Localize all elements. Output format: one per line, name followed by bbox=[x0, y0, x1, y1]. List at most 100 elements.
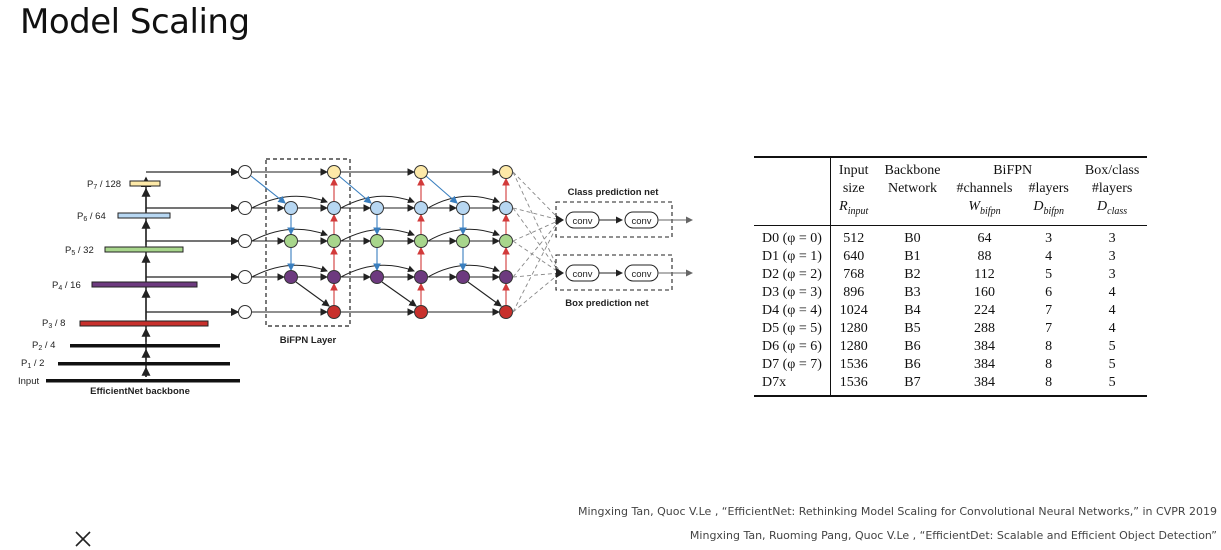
cell-backbone: B6 bbox=[904, 338, 921, 354]
col-d-class: Dclass bbox=[1097, 199, 1128, 217]
node-p6 bbox=[456, 201, 470, 215]
cell-model: D1 (φ = 1) bbox=[754, 247, 831, 266]
node-p4 bbox=[499, 270, 513, 284]
node-p7 bbox=[414, 165, 428, 179]
cell-backbone: B4 bbox=[904, 302, 921, 318]
p1-bar bbox=[58, 362, 230, 366]
cell-input: 1280 bbox=[839, 338, 868, 354]
efficientdet-architecture-diagram: P7 / 128 P6 / 64 P5 / 32 P4 / 16 P3 / 8 … bbox=[18, 158, 693, 397]
col-boxclass-h1: Box/class bbox=[1076, 156, 1148, 180]
cell-model: D2 (φ = 2) bbox=[754, 265, 831, 284]
input-node-p3 bbox=[238, 305, 252, 319]
p4-bar bbox=[91, 281, 198, 288]
node-p5 bbox=[327, 234, 341, 248]
node-p7 bbox=[327, 165, 341, 179]
col-class-layers-h2: #layers bbox=[1091, 181, 1133, 196]
node-p5 bbox=[284, 234, 298, 248]
cell-channels: 288 bbox=[973, 320, 995, 336]
cell-class: 3 bbox=[1076, 224, 1148, 248]
p6-bar bbox=[117, 212, 171, 219]
cell-class: 5 bbox=[1108, 356, 1116, 372]
class-net-label: Class prediction net bbox=[568, 187, 660, 198]
cell-backbone: B3 bbox=[904, 284, 921, 300]
p2-bar bbox=[70, 344, 220, 348]
node-p6 bbox=[284, 201, 298, 215]
label-p3: P3 / 8 bbox=[42, 318, 65, 330]
input-bar bbox=[46, 379, 240, 383]
label-p4: P4 / 16 bbox=[52, 280, 81, 292]
cell-channels: 384 bbox=[973, 338, 995, 354]
cell-model: D7 (φ = 7) bbox=[754, 355, 831, 374]
class-conv-2-label: conv bbox=[631, 216, 651, 227]
node-p4 bbox=[414, 270, 428, 284]
cell-input: 896 bbox=[843, 284, 865, 300]
node-p6 bbox=[327, 201, 341, 215]
scaling-configs-table: Input Backbone BiFPN Box/class size Netw… bbox=[754, 156, 1148, 397]
cell-backbone: B7 bbox=[876, 373, 949, 397]
cell-layers: 8 bbox=[1020, 373, 1077, 397]
label-p2: P2 / 4 bbox=[32, 340, 55, 352]
node-p5 bbox=[370, 234, 384, 248]
col-r-input: Rinput bbox=[839, 199, 869, 217]
cell-backbone: B6 bbox=[904, 356, 921, 372]
backbone-bars bbox=[46, 180, 240, 383]
p7-bar bbox=[129, 180, 161, 187]
label-p6: P6 / 64 bbox=[77, 211, 106, 223]
node-p5 bbox=[456, 234, 470, 248]
cell-class: 4 bbox=[1108, 320, 1116, 336]
cell-input: 1280 bbox=[839, 320, 868, 336]
node-p5 bbox=[499, 234, 513, 248]
cell-model: D5 (φ = 5) bbox=[754, 319, 831, 338]
bifpn-layer-box bbox=[265, 158, 351, 327]
node-p5 bbox=[414, 234, 428, 248]
cell-class: 5 bbox=[1108, 338, 1116, 354]
box-net-label: Box prediction net bbox=[565, 298, 649, 309]
cell-class: 3 bbox=[1108, 248, 1116, 264]
backbone-caption: EfficientNet backbone bbox=[90, 386, 190, 397]
node-p6 bbox=[499, 201, 513, 215]
col-backbone-h2: Network bbox=[887, 181, 937, 196]
cell-class: 3 bbox=[1108, 266, 1116, 282]
class-conv-1-label: conv bbox=[572, 216, 592, 227]
node-p6 bbox=[414, 201, 428, 215]
cell-input: 768 bbox=[843, 266, 865, 282]
close-icon[interactable] bbox=[72, 528, 94, 550]
cell-backbone: B0 bbox=[876, 224, 949, 248]
cell-model: D0 (φ = 0) bbox=[754, 224, 831, 248]
cell-backbone: B2 bbox=[904, 266, 921, 282]
cell-layers: 7 bbox=[1045, 302, 1053, 318]
col-channels-h2: #channels bbox=[956, 181, 1013, 196]
table-header-row: Input Backbone BiFPN Box/class bbox=[754, 156, 1148, 180]
node-p4 bbox=[284, 270, 298, 284]
label-p1: P1 / 2 bbox=[21, 358, 44, 370]
label-p7: P7 / 128 bbox=[87, 179, 121, 191]
slide-title: Model Scaling bbox=[20, 2, 250, 42]
cell-channels: 64 bbox=[948, 224, 1021, 248]
col-bifpn-h1: BiFPN bbox=[948, 156, 1077, 180]
table-header-row: size Network #channels #layers #layers bbox=[754, 180, 1147, 198]
box-conv-1-label: conv bbox=[572, 269, 592, 280]
node-p4 bbox=[456, 270, 470, 284]
p3-bar bbox=[79, 320, 209, 327]
cell-input: 1536 bbox=[830, 373, 877, 397]
col-input-size-h2: size bbox=[842, 181, 865, 196]
node-p3 bbox=[414, 305, 428, 319]
label-p5: P5 / 32 bbox=[65, 245, 94, 257]
cell-layers: 3 bbox=[1020, 224, 1077, 248]
cell-channels: 112 bbox=[974, 266, 995, 282]
cell-channels: 384 bbox=[973, 356, 995, 372]
input-node-p7 bbox=[238, 165, 252, 179]
node-p3 bbox=[499, 305, 513, 319]
cell-model: D4 (φ = 4) bbox=[754, 301, 831, 320]
col-w-bifpn: Wbifpn bbox=[968, 199, 1001, 217]
col-d-bifpn: Dbifpn bbox=[1033, 199, 1065, 217]
col-layers-h2: #layers bbox=[1028, 181, 1069, 196]
reference-efficientdet: Mingxing Tan, Ruoming Pang, Quoc V.Le , … bbox=[689, 529, 1217, 542]
